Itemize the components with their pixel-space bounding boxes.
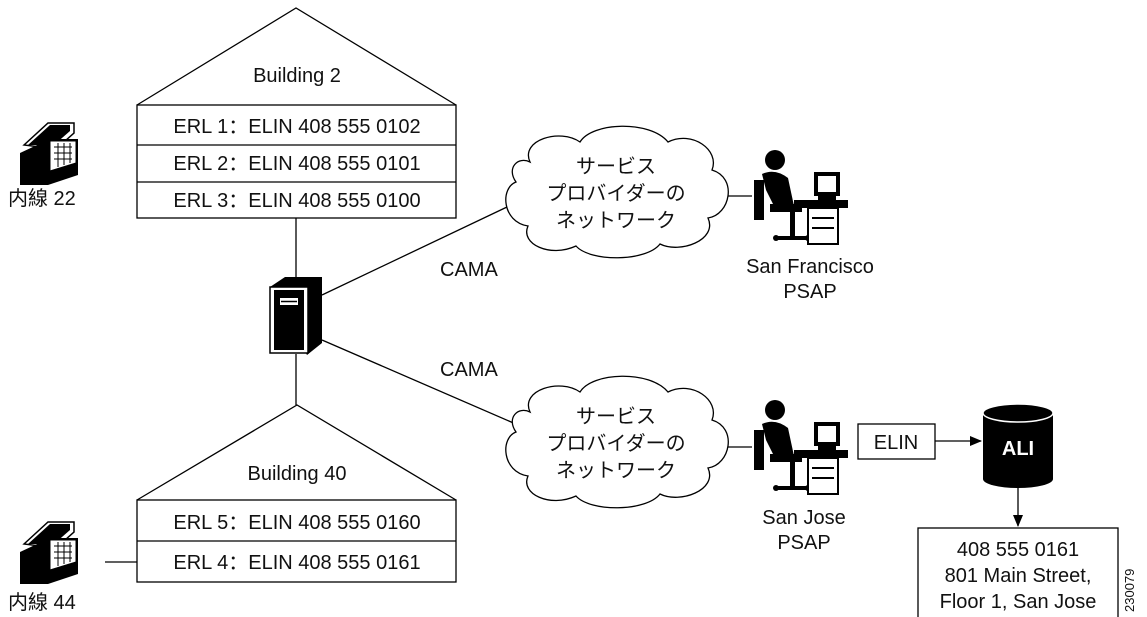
building-top-roof [136,7,457,106]
ali-record-line: 408 555 0161 [957,539,1079,561]
building-top-body [136,104,457,219]
cama-link-top [321,206,508,296]
figure-id: 230079 [1122,569,1137,612]
building-top-name: Building 2 [253,65,341,87]
cloud-bottom-line: ネットワーク [556,459,676,482]
telephone-icon [19,122,79,186]
elin-box [857,423,936,460]
cama-label-top: CAMA [440,259,498,281]
cloud-top-line: ネットワーク [556,209,676,232]
building-top: Building 2 ERL 1：ELIN 408 555 0102 ERL 2… [136,7,457,219]
phone-bottom-extension: 内線 44 [8,591,76,614]
building-bottom-erl-row: ERL 4：ELIN 408 555 0161 [173,552,420,574]
ali-record-box [917,527,1119,617]
server-icon [269,277,322,355]
cama-link-bottom [321,339,526,429]
phone-top-extension: 内線 22 [8,187,76,210]
building-bottom-erl-row: ERL 5：ELIN 408 555 0160 [173,512,420,534]
psap-operator-icon [752,148,850,246]
psap-top-name: San Francisco [746,256,874,278]
ali-record-line: 801 Main Street, [945,565,1092,587]
psap-bottom-label: PSAP [777,532,830,554]
elin-label: ELIN [874,432,918,454]
ali-record-line: Floor 1, San Jose [940,591,1097,613]
building-top-erl-row: ERL 3：ELIN 408 555 0100 [173,190,420,212]
ali-label: ALI [1002,438,1034,460]
cloud-bottom: サービス プロバイダーの ネットワーク [505,375,729,509]
ali-database-icon: ALI [982,403,1054,488]
cloud-bottom-line: サービス [576,405,656,428]
building-top-erl-row: ERL 2：ELIN 408 555 0101 [173,153,420,175]
building-bottom-name: Building 40 [248,463,347,485]
cloud-top-line: サービス [576,155,656,178]
building-bottom: Building 40 ERL 5：ELIN 408 555 0160 ERL … [136,404,457,583]
cama-label-bottom: CAMA [440,359,498,381]
psap-top-label: PSAP [783,281,836,303]
cloud-top-line: プロバイダーの [546,182,685,205]
cloud-top: サービス プロバイダーの ネットワーク [505,125,729,259]
telephone-icon [19,521,79,585]
psap-bottom-name: San Jose [762,507,845,529]
building-bottom-roof [136,404,457,501]
psap-operator-icon [752,398,850,496]
building-top-erl-row: ERL 1：ELIN 408 555 0102 [173,116,420,138]
connection-lines [105,195,752,563]
cloud-bottom-line: プロバイダーの [546,432,685,455]
